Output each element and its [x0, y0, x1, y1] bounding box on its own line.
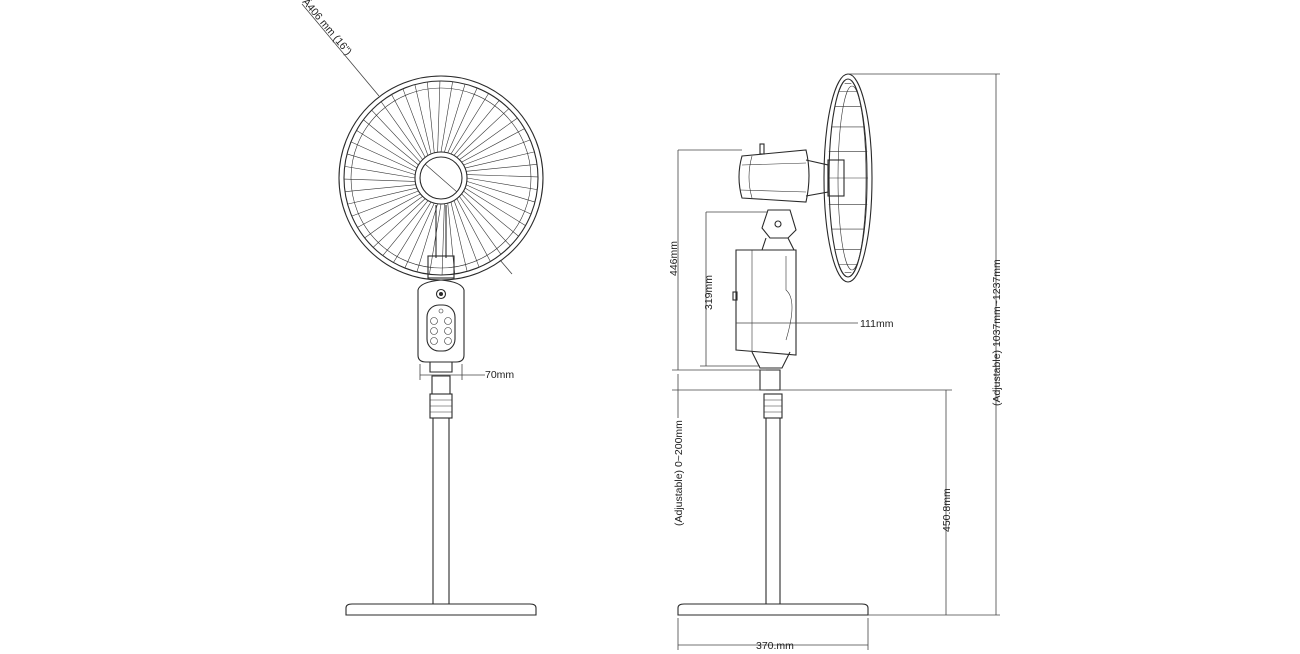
side-collar-and-pole	[763, 393, 783, 604]
side-view: 446mm 319mm 111mm (Adjustable) 0~200mm 4…	[668, 73, 1003, 652]
front-view: Ä406 mm (16") 70mm	[300, 0, 544, 616]
total-height-label: (Adjustable) 1037mm~1237mm	[991, 259, 1003, 406]
front-base	[345, 603, 537, 616]
side-fan-guard	[823, 73, 873, 283]
side-motor-housing	[738, 143, 829, 203]
body-height-label: 319mm	[703, 275, 715, 310]
side-control-body	[732, 249, 797, 391]
pole-adjust-label: (Adjustable) 0~200mm	[673, 420, 685, 526]
head-height-label: 446mm	[668, 241, 680, 276]
neck-width-label: 70mm	[485, 369, 514, 381]
front-pole	[432, 418, 450, 604]
front-neck-and-body	[417, 205, 465, 419]
side-base	[677, 603, 869, 616]
front-fan-guard	[338, 75, 544, 281]
lower-height-label: 450.8mm	[941, 488, 953, 532]
head-depth-label: 111mm	[860, 318, 894, 330]
blade-diameter-label: Ä406 mm (16")	[300, 0, 354, 58]
side-tilt-joint	[761, 209, 797, 251]
base-width-label: 370.mm	[756, 640, 794, 652]
